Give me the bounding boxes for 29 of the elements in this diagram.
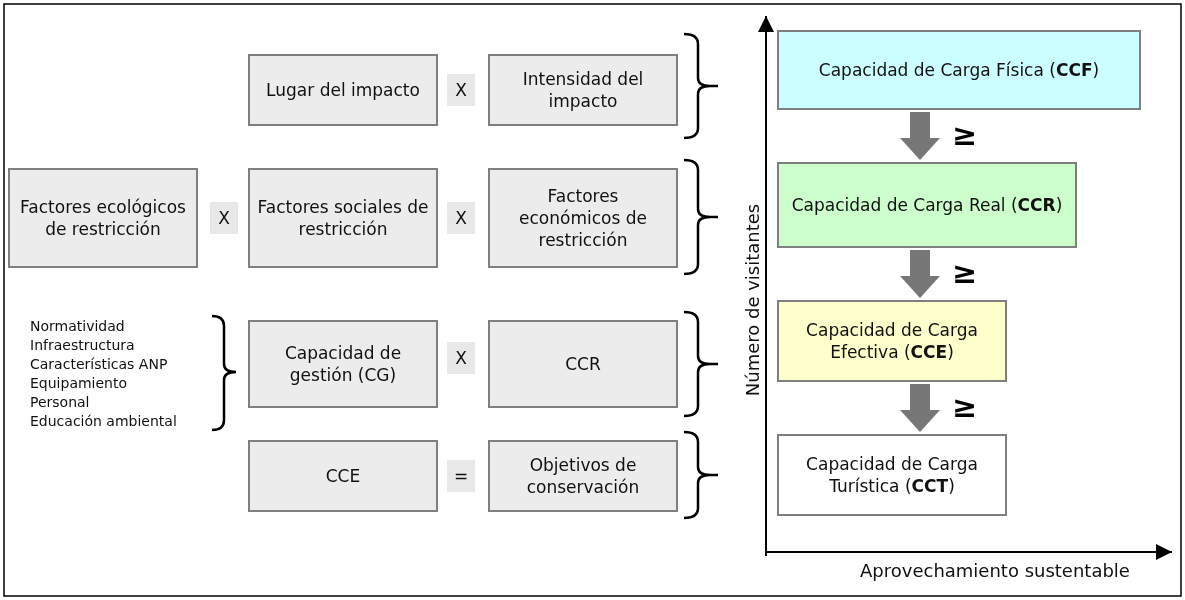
operator-box: X	[210, 202, 238, 234]
block-arrow	[900, 250, 940, 298]
block-arrow	[900, 384, 940, 432]
axis-label: Aprovechamiento sustentable	[860, 560, 1130, 581]
operator-box: X	[447, 342, 475, 374]
factor-box: Factores sociales de restricción	[248, 168, 438, 268]
list-item: Características ANP	[30, 356, 168, 372]
factor-box: Lugar del impacto	[248, 54, 438, 126]
capacity-box: Capacidad de Carga Turística (CCT)	[777, 434, 1007, 516]
factor-box: Factores ecológicos de restricción	[8, 168, 198, 268]
capacity-box: Capacidad de Carga Real (CCR)	[777, 162, 1077, 248]
capacity-box: Capacidad de Carga Física (CCF)	[777, 30, 1141, 110]
factor-box: Objetivos de conservación	[488, 440, 678, 512]
factor-box: Capacidad de gestión (CG)	[248, 320, 438, 408]
list-item: Normatividad	[30, 318, 125, 334]
factor-box: Factores económicos de restricción	[488, 168, 678, 268]
list-item: Educación ambiental	[30, 413, 177, 429]
list-item: Equipamiento	[30, 375, 128, 391]
block-arrow	[900, 112, 940, 160]
capacity-box: Capacidad de Carga Efectiva (CCE)	[777, 300, 1007, 382]
list-item: Infraestructura	[30, 337, 135, 353]
operator-box: =	[447, 460, 475, 492]
factor-box: Intensidad del impacto	[488, 54, 678, 126]
factor-box: CCE	[248, 440, 438, 512]
operator-box: X	[447, 74, 475, 106]
list-item: Personal	[30, 394, 90, 410]
operator-box: X	[447, 202, 475, 234]
axis-label: Número de visitantes	[741, 203, 763, 397]
factor-box: CCR	[488, 320, 678, 408]
